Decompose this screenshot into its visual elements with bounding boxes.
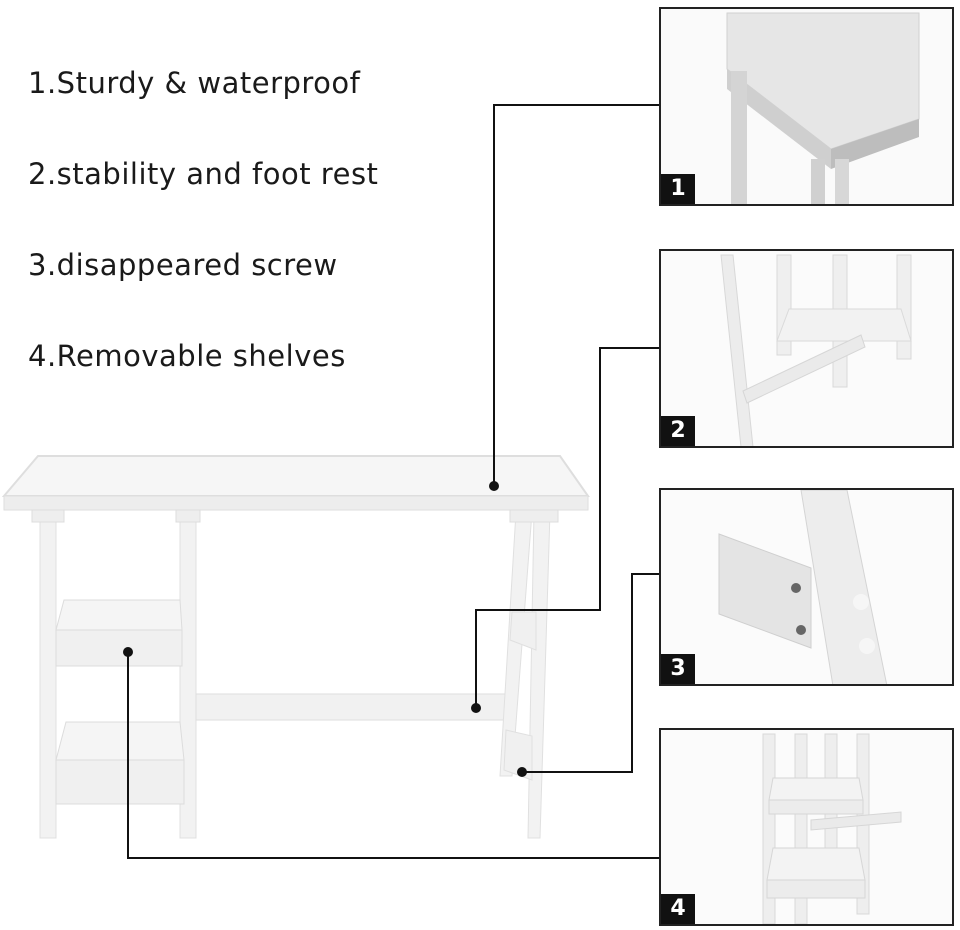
right-brace-2	[503, 729, 533, 781]
marker-dot-3	[517, 767, 527, 777]
feature-1: 1.Sturdy & waterproof	[28, 66, 361, 100]
lower-shelf-top	[55, 721, 185, 761]
lower-shelf-front	[55, 759, 185, 805]
leader-line-1	[493, 104, 659, 486]
stretcher-bar	[195, 693, 509, 721]
marker-dot-4	[123, 647, 133, 657]
right-leg-cap	[509, 509, 559, 523]
foot-rest-photo	[661, 251, 952, 446]
upper-shelf-front	[55, 629, 183, 667]
panel-number-1: 1	[661, 174, 695, 204]
leader-line-4	[127, 652, 659, 859]
right-leg-b	[527, 511, 551, 839]
leader-line-2	[475, 347, 659, 708]
upper-shelf-top	[55, 599, 183, 631]
leader-line-3	[522, 573, 659, 773]
desk-top-edge	[3, 495, 589, 511]
desk-top	[1, 455, 590, 497]
screw-detail-photo	[661, 490, 952, 684]
feature-3: 3.disappeared screw	[28, 248, 338, 282]
detail-panel-4: 4	[659, 728, 954, 926]
left-front-leg	[39, 511, 57, 839]
detail-panel-1: 1	[659, 7, 954, 206]
tabletop-corner-photo	[661, 9, 952, 204]
left-leg-cap	[31, 509, 65, 523]
feature-2: 2.stability and foot rest	[28, 157, 379, 191]
panel-number-4: 4	[661, 894, 695, 924]
right-brace-1	[509, 611, 537, 651]
detail-panel-2: 2	[659, 249, 954, 448]
left-rear-cap	[175, 509, 201, 523]
panel-number-2: 2	[661, 416, 695, 446]
marker-dot-2	[471, 703, 481, 713]
panel-number-3: 3	[661, 654, 695, 684]
shelves-photo	[661, 730, 952, 924]
detail-panel-3: 3	[659, 488, 954, 686]
feature-4: 4.Removable shelves	[28, 339, 346, 373]
marker-dot-1	[489, 481, 499, 491]
